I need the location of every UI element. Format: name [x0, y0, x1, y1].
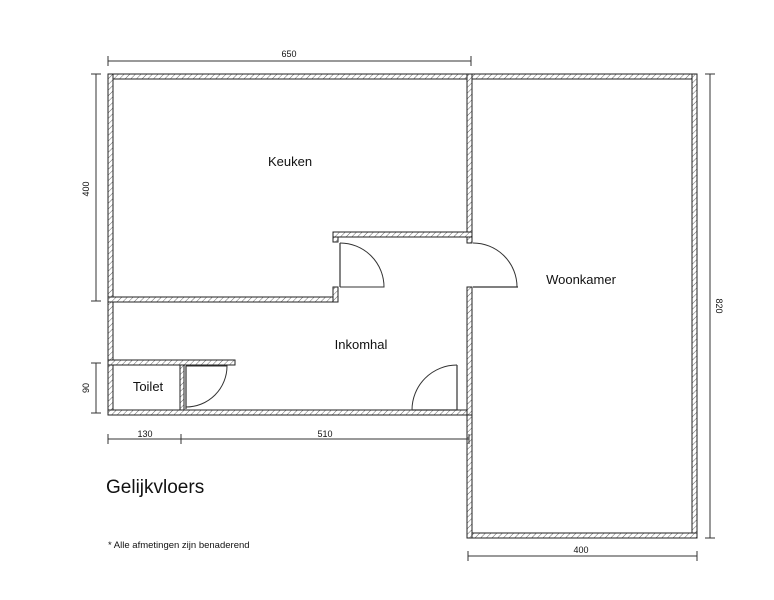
dimension-living-width-label: 400: [573, 545, 588, 555]
dimension-left-label: 400: [81, 181, 91, 196]
dimension-top-label: 650: [281, 49, 296, 59]
door-kitchen: [339, 242, 385, 288]
wall-toilet-right: [179, 364, 185, 411]
dimension-top: 650: [107, 49, 472, 66]
dimension-right: 820: [705, 73, 724, 539]
wall-right: [691, 73, 698, 539]
wall-hall-living: [466, 286, 473, 416]
plan-title: Gelijkvloers: [106, 477, 204, 498]
door-living: [472, 242, 518, 288]
door-toilet: [185, 365, 228, 409]
wall-step-vertical-lower: [332, 286, 339, 303]
wall-top: [107, 73, 698, 80]
room-label-toilet: Toilet: [133, 379, 164, 394]
wall-toilet-top: [107, 359, 236, 366]
dimension-right-label: 820: [714, 298, 724, 313]
room-label-inkomhal: Inkomhal: [335, 337, 388, 352]
wall-kitchen-living: [466, 73, 473, 244]
wall-bottom-hall: [107, 409, 470, 416]
room-label-woonkamer: Woonkamer: [546, 272, 617, 287]
dimension-hall-width-label: 510: [317, 429, 332, 439]
door-entrance: [411, 364, 458, 411]
dimension-toilet-height: 90: [81, 362, 101, 414]
dimension-living-width: 400: [467, 545, 698, 561]
wall-step-horizontal: [332, 231, 473, 238]
room-label-keuken: Keuken: [268, 154, 312, 169]
dimension-bottom-hall: 130 510: [107, 429, 470, 444]
wall-living-left-lower: [466, 409, 473, 539]
wall-kitchen-hall: [107, 296, 338, 303]
dimension-toilet-width-label: 130: [137, 429, 152, 439]
wall-bottom-living: [467, 532, 698, 539]
plan-note: * Alle afmetingen zijn benaderend: [108, 540, 250, 551]
dimension-toilet-height-label: 90: [81, 383, 91, 393]
dimension-left: 400: [81, 73, 101, 302]
